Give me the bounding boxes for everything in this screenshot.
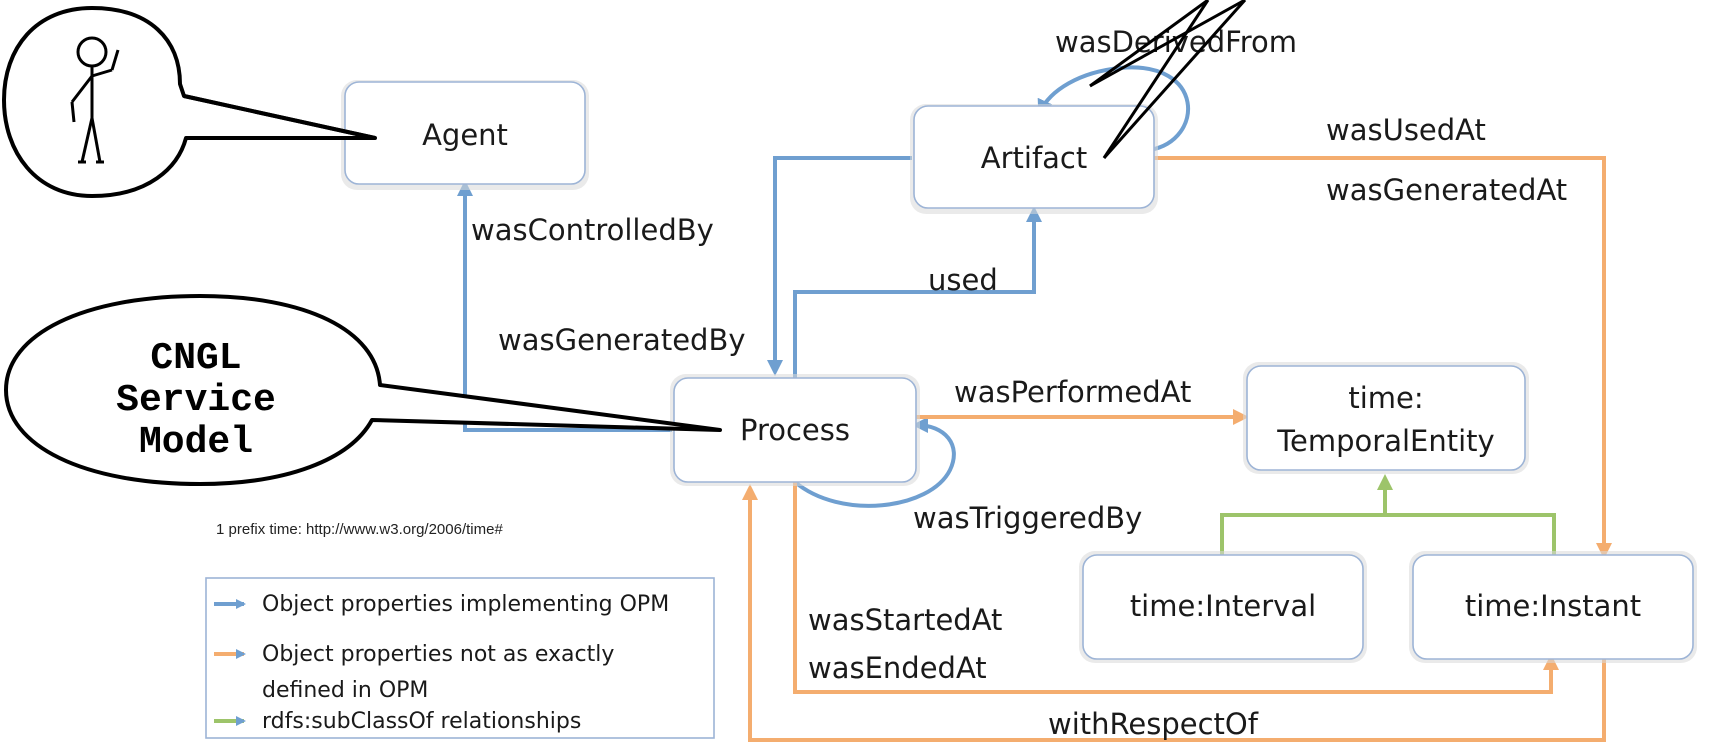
edge-subclass-interval <box>1220 513 1385 555</box>
callout-line-1: CNGL <box>150 337 241 380</box>
edge-was-generated-by <box>767 156 912 376</box>
legend-item-non-opm-line2: defined in OPM <box>262 678 428 703</box>
node-temporal-entity-label-line2: TemporalEntity <box>1276 424 1494 458</box>
edge-was-started-at <box>793 482 1559 694</box>
node-artifact: Artifact <box>910 104 1158 214</box>
edge-with-respect-of <box>742 484 1606 742</box>
callout-line-3: Model <box>139 421 253 464</box>
pointer-line-4 <box>1102 0 1247 159</box>
footnote-prefix: 1 prefix time: http://www.w3.org/2006/ti… <box>216 521 503 538</box>
node-instant-label: time:Instant <box>1465 589 1641 623</box>
node-process-label: Process <box>740 413 850 447</box>
edge-subclass-instant <box>1385 513 1556 555</box>
stick-figure-icon <box>70 36 120 164</box>
node-artifact-label: Artifact <box>981 141 1087 175</box>
label-was-controlled-by: wasControlledBy <box>471 213 714 247</box>
node-interval-label: time:Interval <box>1130 589 1316 623</box>
edge-was-triggered-by <box>793 417 956 508</box>
label-was-started-at: wasStartedAt <box>808 603 1002 637</box>
node-instant: time:Instant <box>1409 551 1697 663</box>
agent-callout-bubble <box>2 6 377 198</box>
node-temporal-entity-label-line1: time: <box>1348 381 1423 415</box>
pointer-line-3 <box>1102 0 1210 159</box>
legend-item-subclass: rdfs:subClassOf relationships <box>262 709 581 734</box>
label-was-generated-by: wasGeneratedBy <box>498 323 746 357</box>
label-with-respect-of: withRespectOf <box>1048 707 1259 741</box>
label-was-performed-at: wasPerformedAt <box>954 375 1191 409</box>
edge-was-derived-from <box>1037 65 1191 152</box>
node-agent-label: Agent <box>422 118 508 152</box>
legend: Object properties implementing OPM Objec… <box>205 577 715 739</box>
node-process: Process <box>670 374 920 486</box>
label-was-used-at: wasUsedAt <box>1326 113 1486 147</box>
edge-was-used-at <box>1154 156 1612 559</box>
pointer-line-2 <box>1089 0 1246 88</box>
label-was-triggered-by: wasTriggeredBy <box>913 501 1142 535</box>
edge-was-controlled-by <box>457 180 672 432</box>
cngl-callout-bubble: CNGL Service Model <box>4 294 722 486</box>
label-was-ended-at: wasEndedAt <box>808 651 987 685</box>
pointer-line-1 <box>1089 0 1209 88</box>
label-was-generated-at: wasGeneratedAt <box>1326 173 1567 207</box>
callout-line-2: Service <box>116 379 276 422</box>
edge-used <box>793 206 1042 380</box>
legend-item-non-opm-line1: Object properties not as exactly <box>262 642 614 667</box>
node-agent: Agent <box>341 80 589 190</box>
node-temporal-entity: time: TemporalEntity <box>1243 362 1529 474</box>
label-was-derived-from: wasDerivedFrom <box>1055 25 1297 59</box>
legend-item-opm: Object properties implementing OPM <box>262 592 669 617</box>
node-interval: time:Interval <box>1079 551 1367 663</box>
label-used: used <box>928 263 998 297</box>
